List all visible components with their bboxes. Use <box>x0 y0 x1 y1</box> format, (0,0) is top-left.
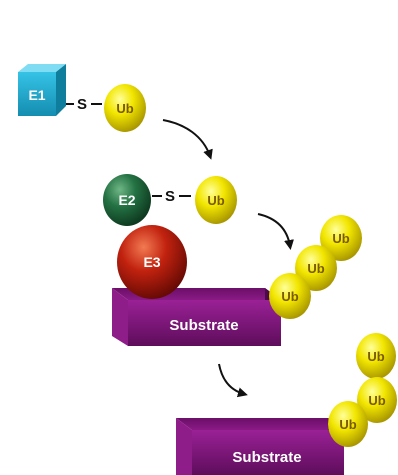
sulfur-label: S <box>165 188 175 205</box>
sulfur-label: S <box>77 96 87 113</box>
e1-thioester-bond: S <box>66 96 102 113</box>
ubiquitin-sphere <box>195 176 237 224</box>
e2-label: E2 <box>118 192 135 208</box>
e2-thioester-bond: S <box>152 188 191 205</box>
ubiquitin-sphere <box>269 273 311 319</box>
e2-sphere <box>103 174 151 226</box>
substrate-front-face <box>112 288 128 346</box>
curved-arrow-1 <box>162 119 213 160</box>
substrate-top-face <box>176 418 344 430</box>
substrate-front <box>192 430 344 475</box>
ubiquitin-sphere <box>328 401 368 447</box>
e3-sphere <box>117 225 187 299</box>
ubiquitin-sphere <box>356 333 396 379</box>
substrate-label: Substrate <box>232 449 301 466</box>
ub-label: Ub <box>368 393 385 408</box>
substrate-front <box>128 300 281 346</box>
ubiquitin-sphere <box>295 245 337 291</box>
polyubiquitin-chain-1: Ub Ub Ub <box>269 215 362 319</box>
ubiquitin-sphere <box>320 215 362 261</box>
substrate-block-1: Substrate <box>112 288 281 346</box>
ubiquitin-sphere <box>357 377 397 423</box>
ub-label: Ub <box>116 101 133 116</box>
ub-label: Ub <box>332 231 349 246</box>
substrate-label: Substrate <box>169 317 238 334</box>
polyubiquitin-chain-2: Ub Ub Ub <box>328 333 397 447</box>
e1-cube-top <box>18 64 66 72</box>
curved-arrow-2 <box>257 213 294 250</box>
ub-label: Ub <box>207 193 224 208</box>
ubiquitin-e2: Ub <box>195 176 237 224</box>
e2-enzyme: E2 <box>103 174 151 226</box>
substrate-block-2: Substrate <box>176 418 344 475</box>
ub-label: Ub <box>307 261 324 276</box>
ubiquitin-sphere <box>104 84 146 132</box>
e3-label: E3 <box>143 254 160 270</box>
e1-label: E1 <box>28 87 45 103</box>
substrate-front-face <box>176 418 192 475</box>
ubiquitin-e1: Ub <box>104 84 146 132</box>
curved-arrow-3 <box>218 363 248 398</box>
ub-label: Ub <box>367 349 384 364</box>
ub-label: Ub <box>339 417 356 432</box>
e3-enzyme: E3 <box>117 225 187 299</box>
ub-label: Ub <box>281 289 298 304</box>
e1-cube-side <box>56 64 66 116</box>
e1-enzyme: E1 <box>18 64 66 116</box>
e1-cube-front <box>18 72 56 116</box>
